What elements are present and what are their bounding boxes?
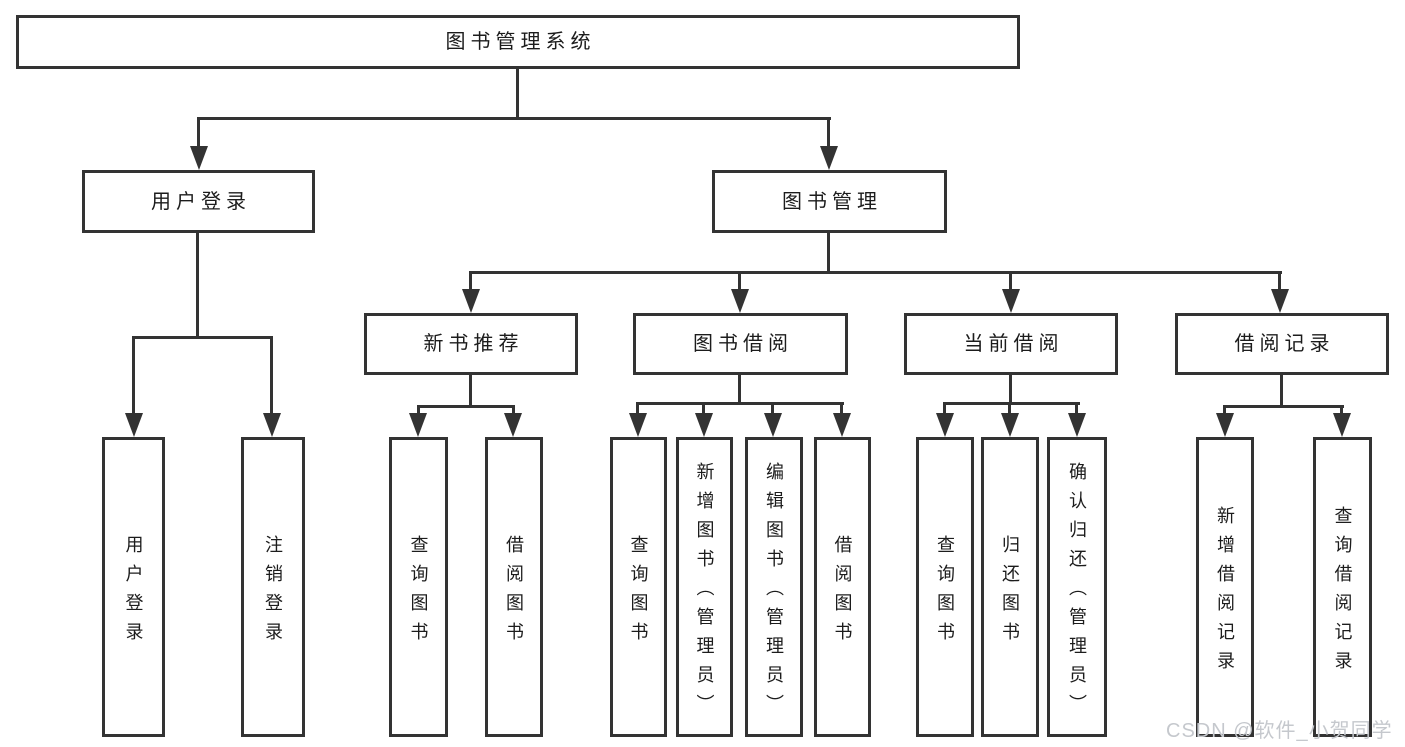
csdn-watermark: CSDN @软件_小贺同学 — [1166, 720, 1393, 742]
arrow-down-icon — [1068, 413, 1086, 437]
connector-book-management-stem — [827, 233, 830, 274]
arrow-down-icon — [1216, 413, 1234, 437]
arrow-down-icon — [695, 413, 713, 437]
arrow-down-icon — [833, 413, 851, 437]
arrow-down-icon — [1333, 413, 1351, 437]
leaf-borrow-books-borrowing: 借阅图书 — [814, 437, 871, 737]
leaf-label: 用户登录 — [123, 534, 144, 651]
connector-arrow-shaft — [771, 402, 774, 417]
connector-arrow-shaft — [1340, 405, 1343, 417]
leaf-query-books-current: 查询图书 — [916, 437, 974, 737]
connector-records-branch — [1223, 405, 1344, 408]
leaf-user-login: 用户登录 — [102, 437, 165, 737]
arrow-down-icon — [263, 413, 281, 437]
leaf-query-books-borrowing: 查询图书 — [610, 437, 667, 737]
leaf-label: 借阅图书 — [832, 534, 853, 651]
connector-arrow-shaft — [132, 336, 135, 420]
connector-arrow-shaft — [417, 405, 420, 417]
connector-arrow-shaft — [636, 402, 639, 417]
arrow-down-icon — [731, 289, 749, 313]
leaf-add-book-admin: 新增图书（管理员） — [676, 437, 733, 737]
connector-user-login-stem — [196, 233, 199, 339]
connector-arrow-shaft — [1008, 402, 1011, 417]
leaf-label: 编辑图书（管理员） — [764, 462, 784, 723]
connector-arrow-shaft — [738, 271, 741, 291]
node-book-management: 图书管理 — [712, 170, 947, 233]
arrow-down-icon — [936, 413, 954, 437]
connector-borrowing-stem — [738, 375, 741, 405]
connector-level2-branch — [469, 271, 1282, 274]
connector-user-login-branch — [132, 336, 273, 339]
leaf-borrow-books-recommend: 借阅图书 — [485, 437, 543, 737]
arrow-down-icon — [504, 413, 522, 437]
leaf-logout: 注销登录 — [241, 437, 305, 737]
leaf-query-books-recommend: 查询图书 — [389, 437, 448, 737]
leaf-query-borrow-record: 查询借阅记录 — [1313, 437, 1372, 737]
leaf-label: 新增借阅记录 — [1215, 505, 1235, 680]
leaf-return-books: 归还图书 — [981, 437, 1039, 737]
connector-arrow-shaft — [512, 405, 515, 417]
node-current-borrowing: 当前借阅 — [904, 313, 1118, 375]
leaf-add-borrow-record: 新增借阅记录 — [1196, 437, 1254, 737]
node-book-borrowing: 图书借阅 — [633, 313, 848, 375]
node-borrowing-records: 借阅记录 — [1175, 313, 1389, 375]
connector-arrow-shaft — [1009, 271, 1012, 291]
leaf-label: 借阅图书 — [504, 534, 524, 651]
leaf-label: 归还图书 — [1000, 534, 1020, 651]
connector-level1-branch — [197, 117, 831, 120]
connector-records-stem — [1280, 375, 1283, 408]
connector-arrow-shaft — [270, 336, 273, 420]
connector-arrow-shaft — [1223, 405, 1226, 417]
arrow-down-icon — [820, 146, 838, 170]
leaf-label: 新增图书（管理员） — [694, 462, 715, 723]
arrow-down-icon — [1271, 289, 1289, 313]
arrow-down-icon — [462, 289, 480, 313]
connector-root-stem — [516, 69, 519, 119]
arrow-down-icon — [409, 413, 427, 437]
node-library-management-system: 图书管理系统 — [16, 15, 1020, 69]
leaf-confirm-return-admin: 确认归还（管理员） — [1047, 437, 1107, 737]
connector-arrow-shaft — [827, 117, 830, 147]
connector-borrowing-branch — [636, 402, 844, 405]
arrow-down-icon — [764, 413, 782, 437]
connector-arrow-shaft — [197, 117, 200, 147]
connector-arrow-shaft — [1075, 402, 1078, 417]
leaf-label: 确认归还（管理员） — [1067, 462, 1087, 723]
connector-arrow-shaft — [702, 402, 705, 417]
connector-arrow-shaft — [1278, 271, 1281, 291]
connector-arrow-shaft — [840, 402, 843, 417]
leaf-label: 查询图书 — [408, 534, 429, 651]
connector-arrow-shaft — [469, 271, 472, 291]
arrow-down-icon — [1002, 289, 1020, 313]
connector-arrow-shaft — [943, 402, 946, 417]
arrow-down-icon — [125, 413, 143, 437]
leaf-label: 查询借阅记录 — [1332, 505, 1353, 680]
leaf-label: 注销登录 — [263, 534, 283, 651]
connector-recommend-branch — [417, 405, 515, 408]
arrow-down-icon — [1001, 413, 1019, 437]
connector-recommend-stem — [469, 375, 472, 408]
arrow-down-icon — [190, 146, 208, 170]
connector-current-branch — [943, 402, 1080, 405]
leaf-edit-book-admin: 编辑图书（管理员） — [745, 437, 803, 737]
leaf-label: 查询图书 — [935, 534, 955, 651]
leaf-label: 查询图书 — [628, 534, 649, 651]
arrow-down-icon — [629, 413, 647, 437]
node-new-book-recommendation: 新书推荐 — [364, 313, 578, 375]
connector-current-stem — [1009, 375, 1012, 405]
node-user-login: 用户登录 — [82, 170, 315, 233]
